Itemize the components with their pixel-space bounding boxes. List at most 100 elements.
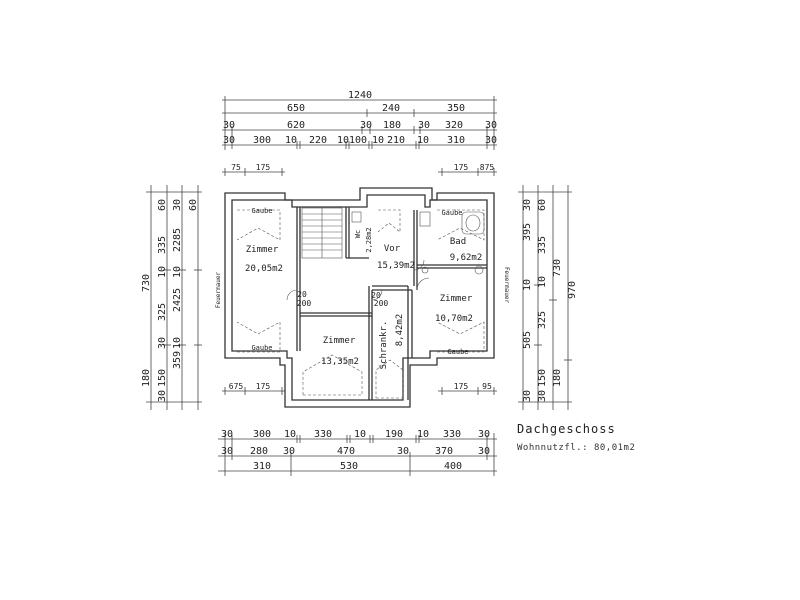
dim-top-small-l1: 175: [256, 163, 271, 172]
room-vor-name: Vor: [384, 244, 401, 254]
gaube-top-right: Gaube: [441, 209, 462, 217]
dim-right-row2-5: 30: [537, 390, 548, 402]
dim-bottom-row3-0: 310: [253, 461, 271, 472]
gaube-top-left: Gaube: [251, 207, 272, 215]
dim-left-row-3: 10: [157, 266, 168, 278]
dim-top-row2-4: 30: [418, 120, 430, 131]
dim-top-row2-5: 320: [445, 120, 463, 131]
dim-top-row3-4: 10: [337, 135, 349, 146]
dim-bottom-row2-5: 370: [435, 446, 453, 457]
dim-top-row3-9: 310: [447, 135, 465, 146]
dim-bottom-small-l1: 175: [256, 382, 271, 391]
room-bad-area: 9,62m2: [450, 253, 483, 263]
gaube-bottom-right: Gaube: [447, 348, 468, 356]
dim-top-row3-8: 10: [417, 135, 429, 146]
dim-top-total: 1240: [348, 90, 372, 101]
dim-bottom-row2-3: 470: [337, 446, 355, 457]
dim-left-row-5: 30: [157, 337, 168, 349]
dim-top-row3-1: 300: [253, 135, 271, 146]
dim-right-row2-1: 335: [537, 236, 548, 254]
dim-right-row3-3: 505: [522, 331, 533, 349]
dim-top-row3-0: 30: [223, 135, 235, 146]
dim-top-row3-7: 210: [387, 135, 405, 146]
plan-title: Dachgeschoss: [517, 422, 616, 436]
room-wc-area: 2,28m2: [365, 227, 373, 252]
dim-bottom-row1-0: 30: [221, 429, 233, 440]
dim-bottom-row2-4: 30: [397, 446, 409, 457]
dim-right-row1-1: 180: [552, 369, 563, 387]
dim-left-row-0: 60: [157, 199, 168, 211]
dim-bottom-small-r1: 95: [482, 382, 492, 391]
room-vor-area: 15,39m2: [377, 261, 415, 271]
dim-right-row3-2: 10: [522, 279, 533, 291]
dim-left-bottom-0: 150: [157, 369, 168, 387]
dim-bottom-row1-2: 10: [284, 429, 296, 440]
dim-bottom-row2-1: 280: [250, 446, 268, 457]
dim-left-row-2: 335: [157, 236, 168, 254]
dim-bottom-small-r0: 175: [454, 382, 469, 391]
dim-right-row2-0: 60: [537, 199, 548, 211]
dim-right-row3-0: 30: [522, 199, 533, 211]
dim-left-row2-0: 60: [188, 199, 199, 211]
dim-right-row2-3: 325: [537, 311, 548, 329]
feuermauer-right: Feuermauer: [503, 267, 510, 304]
dim-top-row3-3: 220: [309, 135, 327, 146]
dim-top-row3-6: 10: [372, 135, 384, 146]
dim-top-small-l0: 75: [231, 163, 241, 172]
room-zimmer-left-area: 20,05m2: [245, 264, 283, 274]
door-label-mid-2: 200: [374, 299, 389, 308]
dim-bottom-row2-0: 30: [221, 446, 233, 457]
feuermauer-left: Feuermauer: [215, 272, 222, 309]
room-bad-name: Bad: [450, 237, 466, 247]
dim-bottom-row1-6: 10: [417, 429, 429, 440]
dim-right-total: 970: [567, 281, 578, 299]
room-zimmer-right-name: Zimmer: [440, 294, 473, 304]
dim-top-row3-10: 30: [485, 135, 497, 146]
dim-top-row1-0: 650: [287, 103, 305, 114]
dim-bottom-row1-7: 330: [443, 429, 461, 440]
room-schrankr-name: Schrankr.: [379, 321, 389, 370]
dim-left-row-1: 30: [172, 199, 183, 211]
dim-right-row3-1: 395: [522, 223, 533, 241]
dim-left-row-4: 325: [157, 303, 168, 321]
dim-left-bottom-1: 30: [157, 390, 168, 402]
door-label-mid-1: 20: [371, 291, 381, 300]
dim-left-row2-5: 359: [172, 351, 183, 369]
dim-right-row2-4: 150: [537, 369, 548, 387]
door-label-left-1: 20: [297, 290, 307, 299]
dim-bottom-row2-2: 30: [283, 446, 295, 457]
room-wc-name: Wc: [354, 230, 362, 238]
room-schrankr-area: 8,42m2: [395, 314, 405, 347]
dim-top-row2-3: 180: [383, 120, 401, 131]
dim-top-row1-1: 240: [382, 103, 400, 114]
room-zimmer-middle-area: 13,35m2: [321, 357, 359, 367]
dim-bottom-row1-4: 10: [354, 429, 366, 440]
dim-bottom-row1-8: 30: [478, 429, 490, 440]
dim-left-row-6: 180: [141, 369, 152, 387]
dim-top-row3-2: 10: [285, 135, 297, 146]
dim-top-row2-0: 30: [223, 120, 235, 131]
plan-subtitle: Wohnnutzfl.: 80,01m2: [517, 443, 636, 453]
room-zimmer-left-name: Zimmer: [246, 245, 279, 255]
dim-left-row2-4: 10: [172, 337, 183, 349]
dim-bottom-small-l0: 675: [229, 382, 244, 391]
dim-right-row3-4: 30: [522, 390, 533, 402]
dim-left-row2-3: 2425: [172, 288, 183, 312]
dim-bottom-row3-1: 530: [340, 461, 358, 472]
dim-top-row3-5: 100: [349, 135, 367, 146]
dim-left-row2-1: 2285: [172, 228, 183, 252]
gaube-bottom-left: Gaube: [251, 344, 272, 352]
dim-bottom-row2-6: 30: [478, 446, 490, 457]
dim-top-row1-2: 350: [447, 103, 465, 114]
dim-bottom-row3-2: 400: [444, 461, 462, 472]
room-zimmer-right-area: 10,70m2: [435, 314, 473, 324]
dim-top-row2-1: 620: [287, 120, 305, 131]
dim-bottom-row1-3: 330: [314, 429, 332, 440]
door-label-left-2: 200: [297, 299, 312, 308]
room-zimmer-middle-name: Zimmer: [323, 336, 356, 346]
dim-right-row2-2: 10: [537, 276, 548, 288]
dim-bottom-row1-5: 190: [385, 429, 403, 440]
dim-left-row2-2: 10: [172, 266, 183, 278]
dim-top-row2-6: 30: [485, 120, 497, 131]
